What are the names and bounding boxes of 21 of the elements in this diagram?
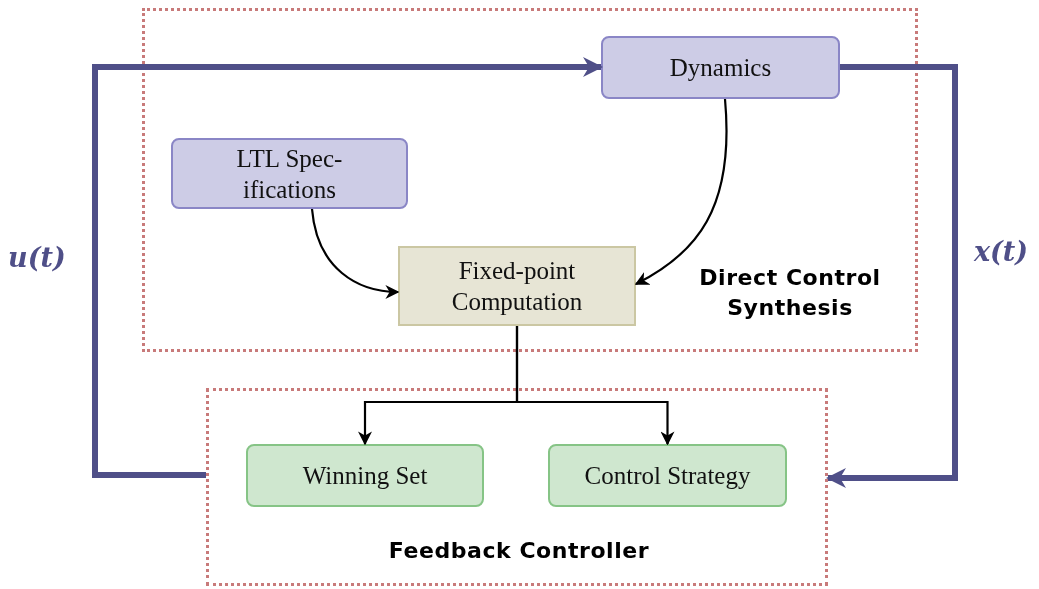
arrow	[634, 98, 728, 285]
process-box	[548, 444, 787, 507]
group-heading: Feedback Controller	[387, 537, 651, 565]
process-box	[171, 138, 408, 209]
process-box	[601, 36, 840, 99]
arrow	[515, 326, 675, 446]
box-label: Winning Set	[302, 461, 428, 491]
process-box	[246, 444, 484, 507]
arrow	[826, 64, 958, 488]
box-label: Dynamics	[669, 53, 772, 83]
edge-label: x(t)	[974, 235, 1029, 269]
arrow	[92, 57, 603, 478]
box-label: Control Strategy	[584, 461, 751, 491]
group-heading: Direct Control Synthesis	[698, 264, 882, 322]
box-label: Fixed-point Computation	[450, 256, 584, 317]
dotted-group-frame	[206, 388, 828, 586]
dotted-group-frame	[142, 8, 918, 352]
process-box	[398, 246, 636, 326]
box-label: LTL Spec- ifications	[235, 143, 344, 205]
arrow	[310, 208, 400, 299]
edge-label: u(t)	[8, 241, 66, 275]
